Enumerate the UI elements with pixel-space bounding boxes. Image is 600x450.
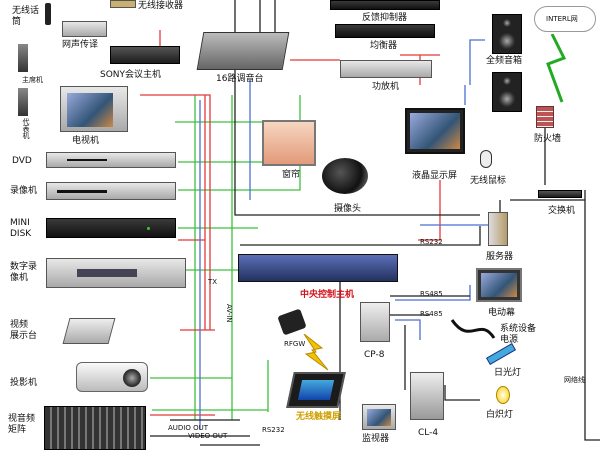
fullrange-speaker-top — [492, 14, 522, 54]
internet-bolt-icon — [546, 34, 567, 103]
power-amp-label: 功放机 — [372, 82, 400, 92]
projection-screen-label: 窗帘 — [282, 170, 301, 180]
wireless-mouse-icon — [480, 150, 492, 168]
mini-disk-label: MINI DISK — [10, 218, 32, 239]
incandescent-label: 白炽灯 — [486, 410, 514, 420]
server-tower — [488, 212, 508, 246]
wire-green — [178, 160, 301, 191]
rf-receiver-label: RFGW — [284, 340, 306, 348]
equalizer-unit — [335, 24, 435, 38]
fullrange-speaker-label: 全频音箱 — [486, 56, 523, 66]
system-power-label: 系统设备 电源 — [500, 324, 537, 345]
video-matrix-label: 视音频 矩阵 — [8, 414, 36, 435]
wire-blue — [395, 319, 421, 340]
lcd-display-label: 液晶显示屏 — [412, 171, 458, 181]
digital-recorder-label: 数字录 像机 — [10, 262, 38, 283]
mixer-label: 16路调音台 — [216, 74, 264, 84]
dvd-player — [46, 152, 176, 168]
cl4-label: CL-4 — [418, 428, 439, 438]
rs232-mid-label: RS232 — [420, 238, 443, 246]
central-control-host — [238, 254, 398, 282]
monitor-label: 监视器 — [362, 434, 390, 444]
monitor-display — [362, 404, 396, 430]
wireless-touch-screen — [286, 372, 346, 408]
audio-transmitter-unit — [62, 21, 107, 37]
server-label: 服务器 — [486, 252, 514, 262]
video-presenter-label: 视频 展示台 — [10, 320, 38, 341]
mixer-16-channel — [196, 32, 290, 70]
fullrange-speaker-bottom — [492, 72, 522, 112]
projector-icon — [76, 362, 148, 392]
cp8-label: CP-8 — [364, 350, 385, 360]
projection-screen-icon — [262, 120, 316, 166]
video-out-label: VIDEO OUT — [188, 432, 228, 440]
internet-cloud-icon — [534, 6, 596, 32]
representative-unit-icon — [18, 88, 28, 116]
firewall-icon — [536, 106, 554, 128]
rs232-bottom-label: RS232 — [262, 426, 285, 434]
wire-red — [140, 94, 211, 330]
wire-blue — [395, 285, 471, 301]
sony-conference-host — [110, 46, 180, 64]
cl4-unit — [410, 372, 444, 420]
firewall-label: 防火墙 — [534, 134, 562, 144]
wire-black — [584, 190, 600, 441]
audio-out-label: AUDIO OUT — [168, 424, 209, 432]
central-control-label: 中央控制主机 — [300, 290, 355, 300]
camera-icon — [322, 158, 368, 194]
wire-black — [444, 385, 480, 401]
cp8-unit — [360, 302, 390, 342]
chairman-unit-label: 主席机 — [22, 76, 43, 84]
tx-label: TX — [208, 278, 218, 286]
wireless-receiver-unit — [110, 0, 136, 8]
wireless-bolt-icon — [303, 334, 329, 371]
feedback-suppressor-unit — [330, 0, 440, 10]
electric-screen-label: 电动幕 — [488, 308, 516, 318]
vertical-av-label: AV-IN — [225, 304, 233, 323]
feedback-suppressor-label: 反馈抑制器 — [362, 13, 408, 23]
rs485-b-label: RS485 — [420, 310, 443, 318]
mini-disk-player — [46, 218, 176, 238]
wireless-mouse-label: 无线鼠标 — [470, 176, 507, 186]
audio-transmitter-label: 网声传译 — [62, 40, 99, 50]
internet-cloud-label: INTERL网 — [546, 15, 578, 23]
camera-label: 摄像头 — [334, 204, 362, 214]
switch-label: 交换机 — [548, 206, 576, 216]
video-matrix-unit — [44, 406, 146, 450]
power-amp-unit — [340, 60, 432, 78]
video-presenter-icon — [62, 318, 116, 344]
fluorescent-label: 日光灯 — [494, 368, 522, 378]
wire-black — [234, 0, 480, 216]
incandescent-bulb-icon — [496, 386, 510, 404]
wireless-touch-label: 无线触摸屏 — [296, 412, 342, 422]
equalizer-label: 均衡器 — [370, 41, 398, 51]
wire-red — [418, 180, 441, 241]
wire-black — [240, 226, 481, 246]
representative-unit-label: 代表机 — [22, 118, 30, 139]
wire-blue — [469, 39, 485, 85]
vcr-player — [46, 182, 176, 200]
dvd-label: DVD — [12, 156, 32, 166]
lcd-display — [405, 108, 465, 154]
wire-green — [175, 95, 301, 123]
vcr-label: 录像机 — [10, 186, 38, 196]
wireless-mic-label: 无线话 筒 — [12, 6, 40, 27]
sony-host-label: SONY会议主机 — [100, 70, 162, 80]
tv-set — [60, 86, 128, 132]
power-cable-icon — [450, 319, 496, 339]
electric-screen-icon — [476, 268, 522, 302]
wireless-receiver-label: 无线接收器 — [138, 1, 184, 11]
projector-label: 投影机 — [10, 378, 38, 388]
digital-recorder — [46, 258, 186, 288]
tv-label: 电视机 — [72, 136, 100, 146]
network-line-label: 网络线 — [564, 376, 585, 384]
network-switch — [538, 190, 582, 198]
wireless-mic-icon — [45, 3, 51, 25]
rs485-a-label: RS485 — [420, 290, 443, 298]
chairman-unit-icon — [18, 44, 28, 72]
